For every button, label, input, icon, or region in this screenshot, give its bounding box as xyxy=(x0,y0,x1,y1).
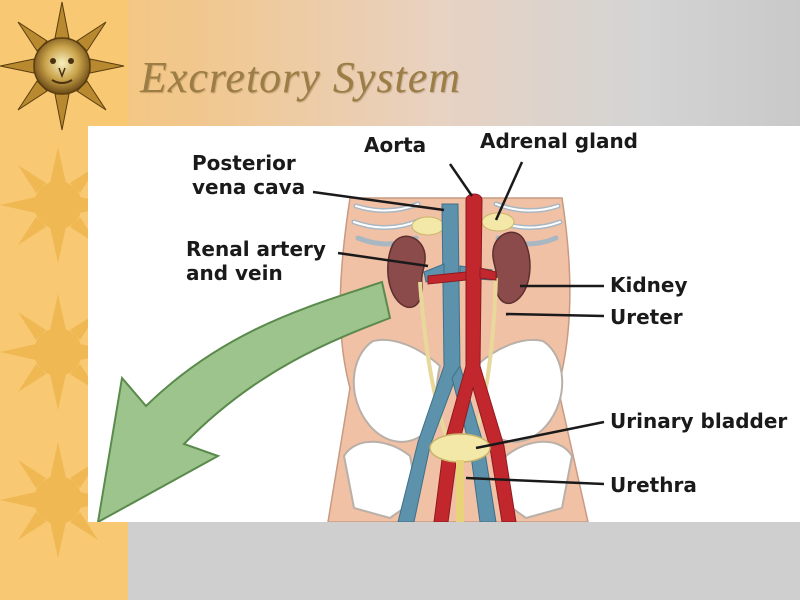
label-posterior-vena-cava-2: vena cava xyxy=(192,175,305,199)
curved-arrow-icon xyxy=(96,280,392,522)
label-urinary-bladder: Urinary bladder xyxy=(610,409,787,433)
slide-title: Excretory System xyxy=(140,53,462,102)
label-ureter: Ureter xyxy=(610,305,683,329)
label-urethra: Urethra xyxy=(610,473,697,497)
label-renal-artery-2: and vein xyxy=(186,261,283,285)
label-adrenal-gland: Adrenal gland xyxy=(480,129,638,153)
label-posterior-vena-cava-1: Posterior xyxy=(192,151,296,175)
label-kidney: Kidney xyxy=(610,273,688,297)
adrenal-gland-shapes xyxy=(411,212,515,236)
excretory-diagram: Posterior vena cava Aorta Adrenal gland … xyxy=(88,126,800,522)
sun-strip xyxy=(0,1,125,558)
label-aorta: Aorta xyxy=(364,133,426,157)
label-renal-artery-1: Renal artery xyxy=(186,237,326,261)
bottom-band xyxy=(128,520,800,600)
urethra-shape xyxy=(456,460,464,522)
sun-icon xyxy=(0,442,116,558)
sun-icon xyxy=(0,294,116,410)
leader-lines xyxy=(312,161,605,486)
pelvis xyxy=(342,338,574,520)
sun-face-icon xyxy=(0,1,125,131)
sun-icon xyxy=(0,147,116,263)
